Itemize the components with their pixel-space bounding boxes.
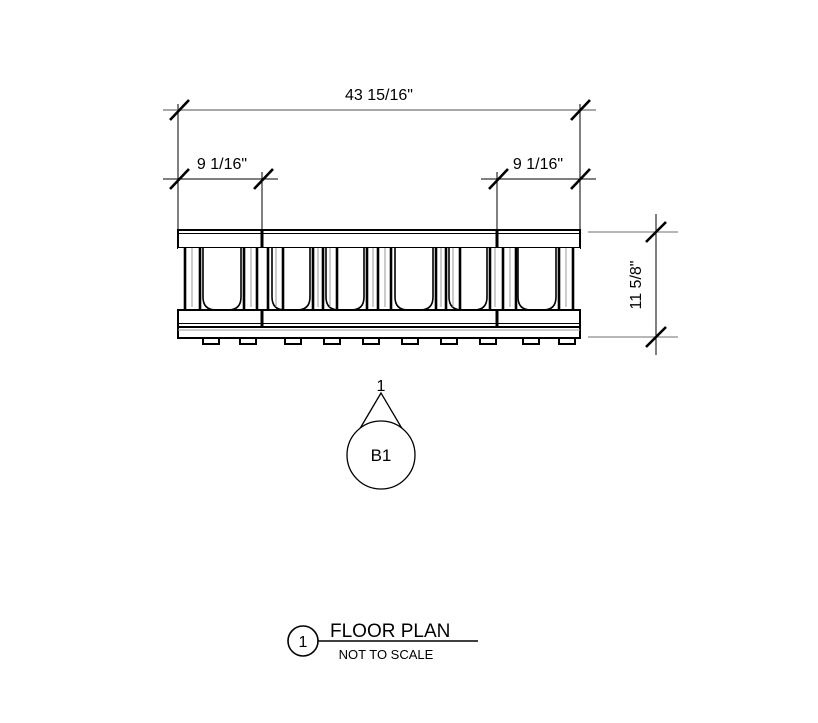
dim-label-left-segment: 9 1/16" — [197, 156, 247, 173]
u-slot — [325, 248, 365, 311]
dimension-labels: 43 15/16" 9 1/16" 9 1/16" 11 5/8" — [197, 87, 645, 309]
bottom-rail-band — [177, 309, 581, 328]
tick-left-seg-start — [169, 168, 190, 190]
dim-label-overall-width: 43 15/16" — [345, 87, 413, 104]
title-block-subtitle: NOT TO SCALE — [339, 647, 434, 662]
u-slot — [517, 248, 557, 311]
title-block: 1 FLOOR PLAN NOT TO SCALE — [287, 621, 478, 662]
callout-leader-number: 1 — [377, 378, 386, 395]
base-plate-outline — [177, 326, 581, 339]
dim-label-height: 11 5/8" — [628, 261, 645, 310]
rib-slot-zone — [178, 248, 580, 311]
callout-bubble-circle[interactable] — [346, 420, 416, 490]
grate-elevation-assembly — [177, 229, 581, 345]
title-detail-number: 1 — [299, 634, 308, 651]
tick-right-seg-start — [488, 168, 509, 190]
dimension-tick-marks — [169, 99, 591, 190]
mounting-foot — [401, 337, 419, 345]
u-slot-group — [202, 248, 557, 311]
u-slot — [202, 248, 242, 311]
tick-height-top — [645, 221, 667, 243]
mounting-foot — [362, 337, 380, 345]
top-rail-outline — [177, 229, 581, 249]
tick-left-seg-end — [253, 168, 274, 190]
mounting-feet-group — [202, 337, 576, 345]
top-rail-band — [177, 229, 581, 249]
mounting-foot — [479, 337, 497, 345]
u-slot — [271, 248, 311, 311]
callout-bubble-label: B1 — [371, 446, 392, 465]
mounting-foot — [239, 337, 257, 345]
section-callout-b1[interactable]: 1 B1 — [346, 378, 416, 490]
base-plate — [177, 326, 581, 339]
rib-group-heavy — [183, 248, 575, 310]
tick-overall-left — [169, 99, 190, 121]
bottom-rail-outline — [177, 309, 581, 328]
tick-overall-right — [570, 99, 591, 121]
mounting-foot — [522, 337, 540, 345]
title-block-title: FLOOR PLAN — [330, 621, 450, 642]
mounting-foot — [284, 337, 302, 345]
tick-height-bottom — [645, 326, 667, 348]
mounting-foot — [202, 337, 220, 345]
tick-right-seg-end — [570, 168, 591, 190]
mounting-foot — [323, 337, 341, 345]
u-slot — [394, 248, 434, 311]
rib-group-light — [191, 248, 567, 307]
u-slot — [448, 248, 488, 311]
mounting-foot — [440, 337, 458, 345]
mounting-foot — [558, 337, 576, 345]
dim-label-right-segment: 9 1/16" — [513, 156, 563, 173]
dimension-vertical — [588, 214, 678, 355]
